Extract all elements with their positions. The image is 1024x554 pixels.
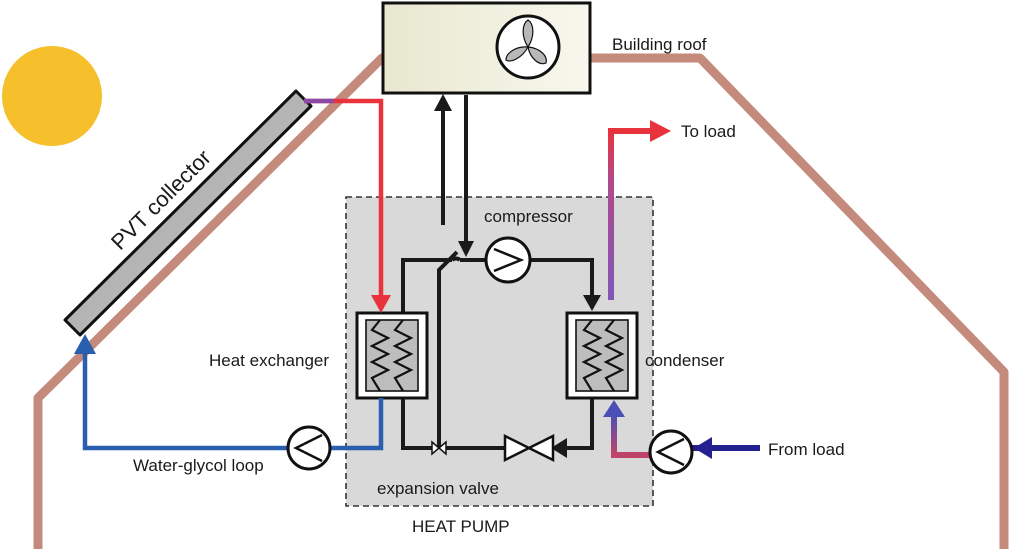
hot-supply-line [304,98,391,313]
refrigerant-up-arrowhead [434,94,452,111]
compressor-label: compressor [484,207,573,226]
refrigerant-circuit [401,95,594,450]
pvt-collector-panel [63,89,313,337]
load-pump-icon [648,429,694,475]
valve-flow-arrowhead [551,438,567,458]
building-roof-label: Building roof [612,35,707,54]
glycol-pump-icon [286,425,332,471]
sun [2,46,102,146]
heat-exchanger-icon [355,311,429,400]
fan-icon [495,14,561,80]
expansion-valve-icon [431,440,447,456]
water-glycol-loop-label: Water-glycol loop [133,456,264,475]
to-load-label: To load [681,122,736,141]
condenser-label: condenser [645,351,725,370]
to-load-line [608,120,671,300]
refrigerant-down-arrowhead [458,241,474,257]
expansion-valve-label: expansion valve [377,479,499,498]
heat-pump-label: HEAT PUMP [412,517,510,536]
from-load-label: From load [768,440,845,459]
compressor-icon [484,236,532,284]
condenser-icon [565,311,639,400]
from-load-line [603,400,760,459]
heat-exchanger-label: Heat exchanger [209,351,330,370]
water-glycol-return-line [74,334,384,451]
condenser-inlet-arrowhead [583,295,601,311]
gate-valve-icon [503,433,555,463]
